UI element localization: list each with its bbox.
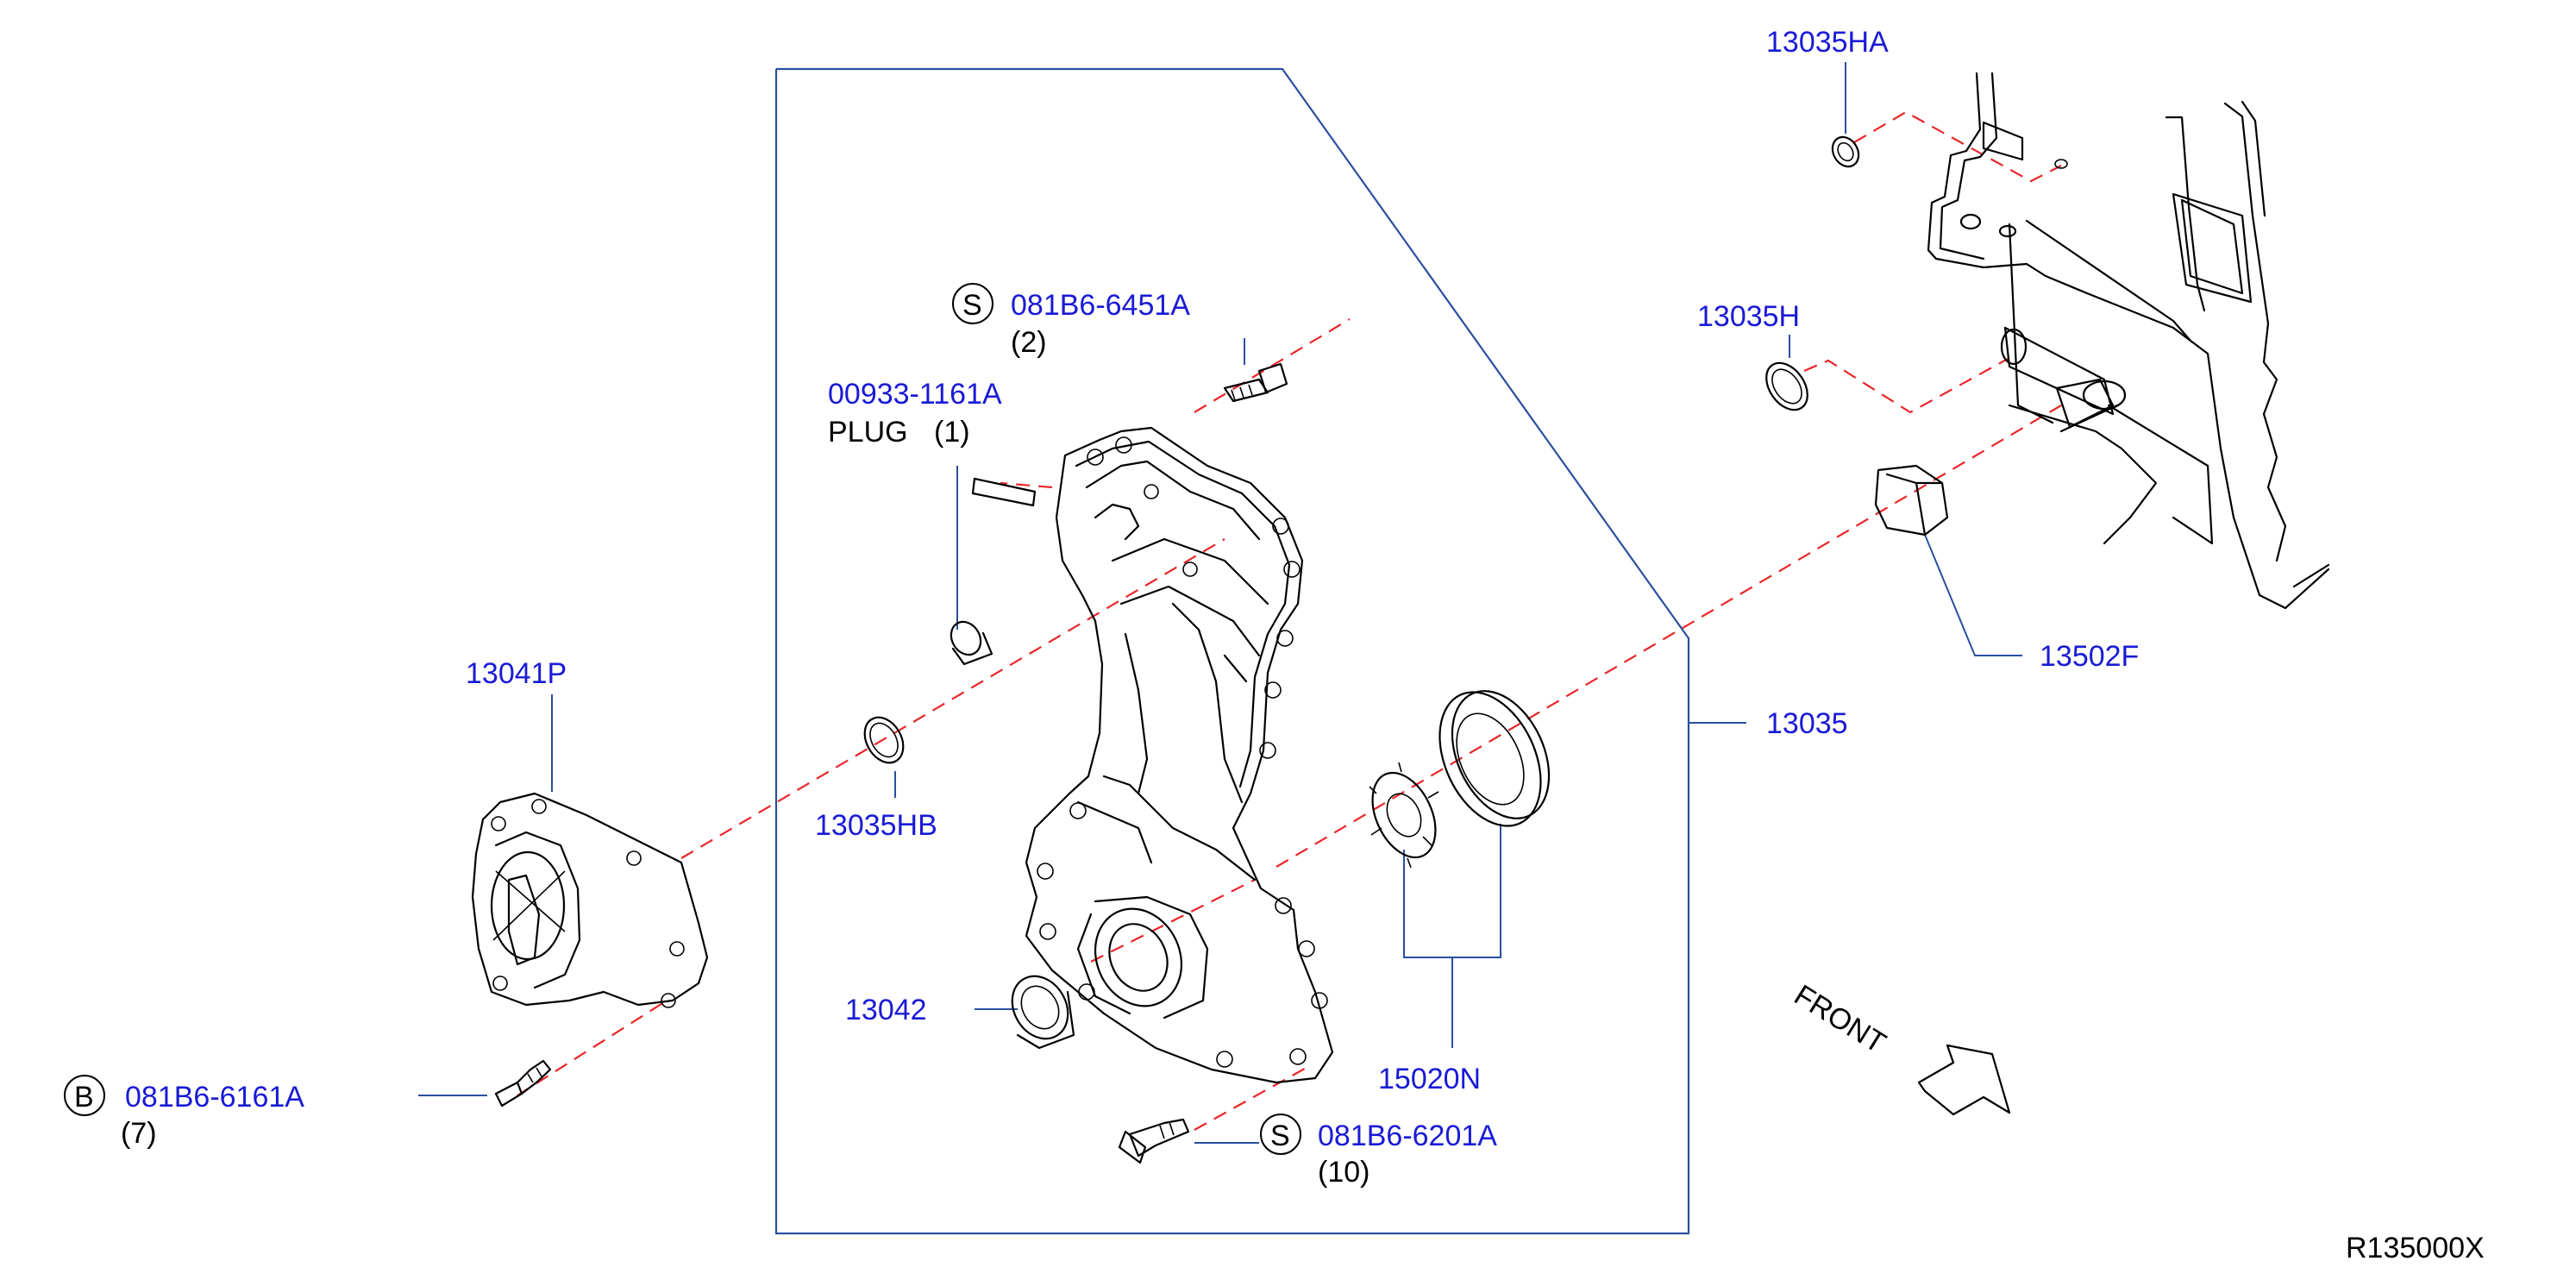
- callout-bolt-left: B 081B6-6161A (7): [64, 1075, 304, 1150]
- front-cover-13035: [971, 426, 1334, 1084]
- label-13035h: 13035H: [1697, 300, 1800, 333]
- bolt-left-symbol: B: [74, 1081, 94, 1114]
- oil-pump-15020n: [1369, 690, 1551, 869]
- label-15020n: 15020N: [1378, 1063, 1481, 1095]
- label-13042: 13042: [845, 994, 927, 1026]
- engine-block: [1927, 72, 2330, 610]
- assembly-frame: [774, 67, 1690, 1235]
- front-arrow-icon: [1917, 1044, 2011, 1116]
- bolt-bottom-graphic: [1118, 1118, 1190, 1164]
- leader-lines: [418, 62, 2022, 1144]
- s-symbol-icon: [952, 283, 993, 324]
- bolt-left-part: 081B6-6161A: [125, 1081, 304, 1114]
- center-lines: [517, 110, 2062, 1131]
- oring-13035hb: [863, 716, 905, 764]
- bolt-top-symbol: S: [962, 289, 982, 322]
- reference-code: R135000X: [2346, 1232, 2485, 1264]
- b-symbol-icon: [64, 1075, 105, 1116]
- bolt-bottom-part: 081B6-6201A: [1318, 1120, 1497, 1152]
- oring-13035ha: [1831, 135, 1860, 168]
- oring-13035h: [1765, 361, 1808, 411]
- bolt-top-part: 081B6-6451A: [1011, 289, 1190, 322]
- bolt-bottom-qty: (10): [1318, 1156, 1369, 1189]
- callout-bolt-top: S 081B6-6451A (2): [952, 283, 1190, 359]
- plug-00933: [950, 620, 993, 666]
- label-plug: PLUG: [828, 416, 908, 449]
- label-plug-qty: (1): [934, 416, 970, 449]
- label-13041p: 13041P: [466, 657, 567, 690]
- bolt-left-graphic: [494, 1059, 552, 1107]
- bolt-left-qty: (7): [121, 1117, 157, 1150]
- label-00933-1161a: 00933-1161A: [828, 378, 1002, 411]
- bolt-top-graphic: [1223, 362, 1288, 403]
- label-13035hb: 13035HB: [815, 809, 937, 842]
- label-13035ha: 13035HA: [1766, 26, 1889, 59]
- front-label: FRONT: [1789, 979, 1891, 1060]
- seal-13042: [1011, 975, 1075, 1050]
- label-13502f: 13502F: [2040, 640, 2139, 673]
- cover-13041p: [471, 792, 709, 1008]
- callout-bolt-bottom: S 081B6-6201A (10): [1260, 1114, 1497, 1189]
- label-13035: 13035: [1766, 707, 1848, 740]
- s-symbol-icon: [1260, 1114, 1301, 1155]
- bolt-top-qty: (2): [1011, 326, 1047, 359]
- coupling-13502f: [1874, 464, 1949, 536]
- bolt-bottom-symbol: S: [1270, 1120, 1290, 1152]
